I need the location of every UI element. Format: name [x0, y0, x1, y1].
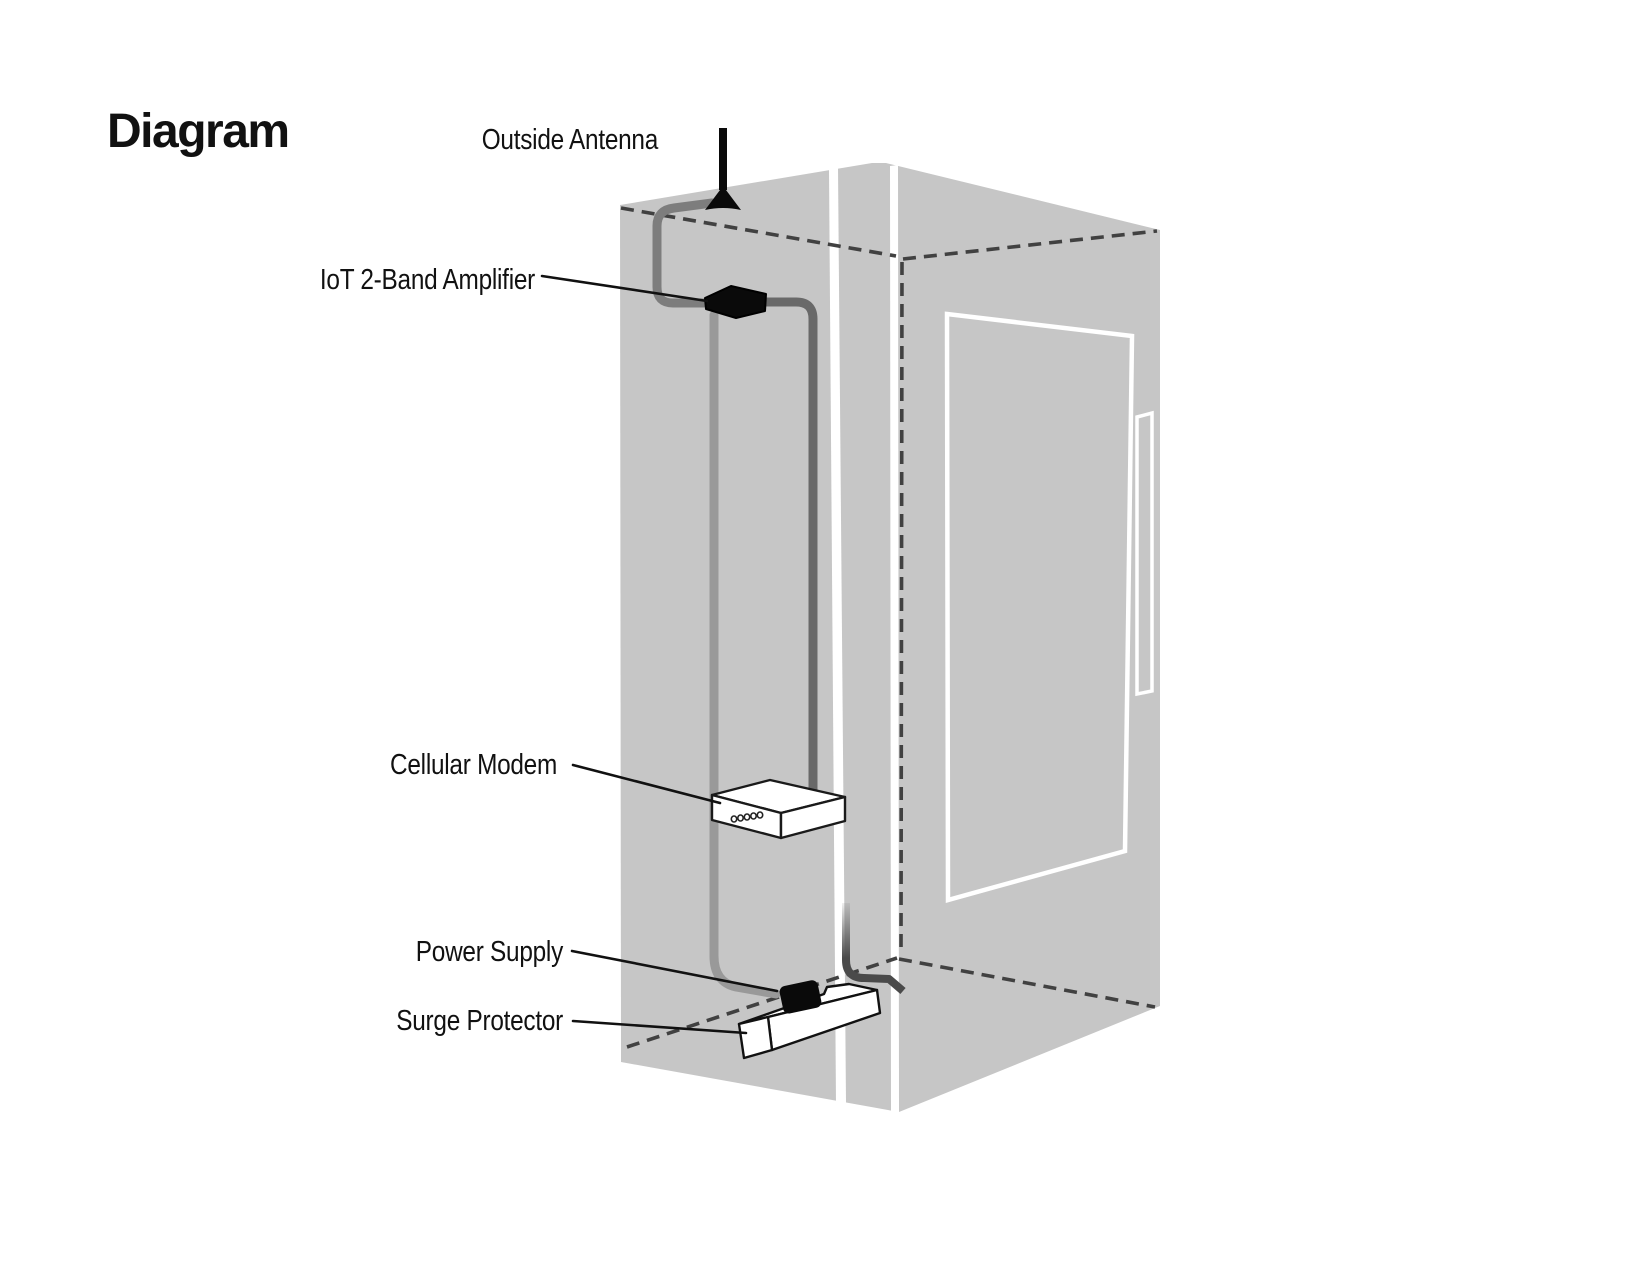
label-outside-antenna: Outside Antenna	[482, 123, 659, 155]
power-cord	[842, 903, 906, 995]
outside-antenna-device	[705, 128, 741, 210]
hidden-edge-top-left	[620, 206, 897, 258]
power-cable	[709, 310, 781, 999]
amplifier-to-modem-cable	[753, 297, 818, 798]
leader-line-modem	[571, 763, 722, 805]
hidden-edge-top-right	[902, 229, 1158, 261]
panel-gap-left	[829, 168, 846, 1104]
leader-line-power-supply	[570, 949, 779, 993]
label-iot-amplifier: IoT 2-Band Amplifier	[320, 263, 535, 295]
modem-led-dots	[730, 811, 764, 823]
modem-device	[710, 778, 847, 840]
amplifier-device	[704, 285, 767, 319]
antenna-mast	[719, 128, 727, 190]
leader-line-surge-protector	[571, 1019, 748, 1035]
door-outline	[944, 311, 1135, 903]
leader-lines	[540, 274, 779, 1035]
hidden-edge-corner-vertical	[899, 261, 904, 956]
power-supply-device	[779, 980, 822, 1014]
leader-line-amplifier	[540, 274, 709, 303]
label-cellular-modem: Cellular Modem	[390, 748, 557, 780]
hidden-edge-bottom-right	[898, 957, 1156, 1009]
antenna-cable	[652, 198, 717, 308]
label-surge-protector: Surge Protector	[396, 1004, 563, 1036]
panel-gap-corner	[890, 165, 899, 1113]
label-power-supply: Power Supply	[416, 935, 564, 967]
page-title: Diagram	[107, 105, 289, 158]
antenna-base	[705, 186, 741, 210]
door-handle-outline	[1135, 410, 1154, 697]
surge-protector-end-face	[737, 1015, 774, 1060]
modem-right-face	[779, 795, 847, 840]
enclosure-panels	[620, 163, 1160, 1112]
enclosure	[620, 163, 1160, 1113]
